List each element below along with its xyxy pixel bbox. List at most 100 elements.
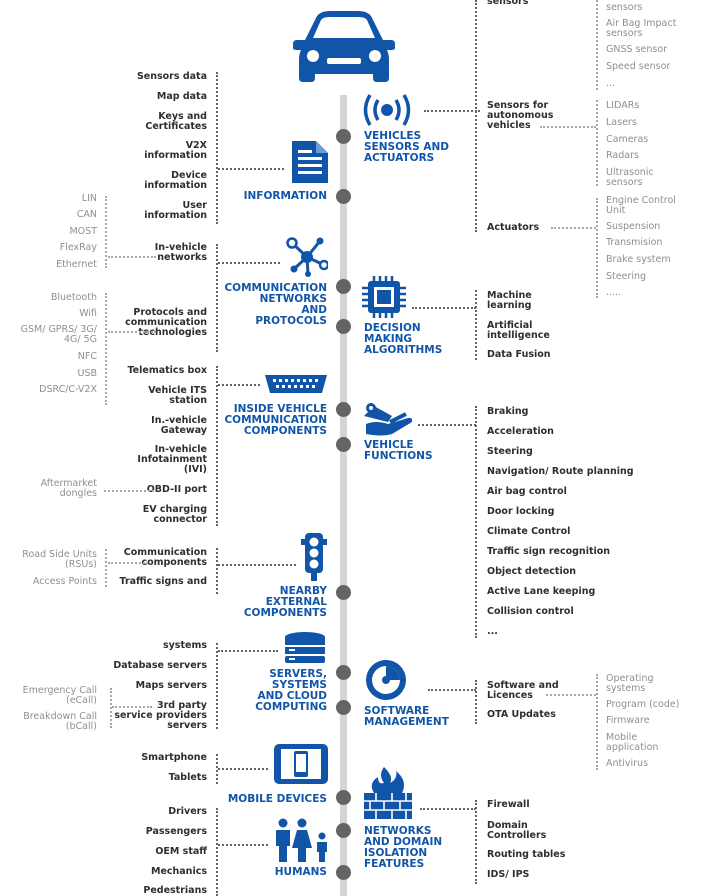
category-title-servers: SERVERS, SYSTEMS AND CLOUD COMPUTING <box>255 668 327 713</box>
obd-connector-icon <box>264 374 328 394</box>
information-item: User information <box>144 200 207 221</box>
information-item: Keys and Certificates <box>145 111 207 132</box>
external-item: Traffic signs and <box>119 576 207 587</box>
vehicle-function-item: Climate Control <box>487 526 571 537</box>
autonomous-sensor-item: LIDARs <box>606 100 640 111</box>
disc-icon <box>364 658 408 702</box>
node-vehicles <box>336 129 351 144</box>
network-nodes-icon <box>286 237 328 277</box>
category-title-information: INFORMATION <box>243 190 327 202</box>
external-grey-item: Access Points <box>32 576 97 587</box>
node-information <box>336 189 351 204</box>
software-grey-item: Firmware <box>606 715 650 726</box>
connector-dots <box>418 424 476 426</box>
server-icon <box>283 631 327 665</box>
category-title-vehicle-functions: VEHICLE FUNCTIONS <box>364 439 433 462</box>
connector-dots <box>218 168 284 170</box>
actuator-item: Suspension <box>606 221 661 232</box>
people-icon <box>272 818 330 862</box>
inside-vehicle-item: In.-vehicle Gateway <box>151 415 207 436</box>
human-item: OEM staff <box>155 846 207 857</box>
connector-dots <box>110 688 112 728</box>
protocol-item: Bluetooth <box>50 292 97 303</box>
protocol-item: USB <box>77 368 97 379</box>
connector-dots <box>424 110 480 112</box>
vehicle-function-item: Navigation/ Route planning <box>487 466 634 477</box>
vehicle-function-item: Traffic sign recognition <box>487 546 611 557</box>
node-servers <box>336 665 351 680</box>
car-icon <box>293 10 395 86</box>
decision-item: Data Fusion <box>487 349 551 360</box>
category-title-inside-vehicle: INSIDE VEHICLE COMMUNICATION COMPONENTS <box>224 403 327 437</box>
software-item: Software and Licences <box>487 680 559 701</box>
external-grey-item: Road Side Units (RSUs) <box>22 549 97 570</box>
connector-dots <box>596 198 598 298</box>
connector-dots <box>108 562 148 564</box>
actuator-item: Engine Control Unit <box>606 195 676 216</box>
node-networks <box>336 823 351 838</box>
connector-dots <box>216 808 218 896</box>
software-grey-item: Mobile application <box>606 732 659 753</box>
server-item: 3rd party service providers servers <box>114 700 207 731</box>
node-inside-vehicle <box>336 402 351 417</box>
connector-dots <box>216 754 218 784</box>
connector-dots <box>540 126 596 128</box>
sensors-autonomous-label: Sensors for autonomous vehicles <box>487 100 554 131</box>
protocol-item: NFC <box>77 351 97 362</box>
connector-dots <box>475 0 477 232</box>
actuator-item: Brake system <box>606 254 671 265</box>
connector-dots <box>412 307 476 309</box>
category-title-decision: DECISION MAKING ALGORITHMS <box>364 322 443 356</box>
network-feature-item: Firewall <box>487 799 530 810</box>
server-item: Maps servers <box>135 680 207 691</box>
inside-vehicle-item: OBD-II port <box>146 484 207 495</box>
autonomous-sensor-item: Cameras <box>606 134 649 145</box>
server-item: systems <box>162 640 207 651</box>
protocol-item: GSM/ GPRS/ 3G/ 4G/ 5G <box>20 324 97 345</box>
mobile-item: Smartphone <box>141 752 207 763</box>
software-item: OTA Updates <box>487 709 556 720</box>
sensor-item: ... <box>606 78 616 89</box>
connector-dots <box>105 549 107 587</box>
network-feature-item: Domain Controllers <box>487 820 547 841</box>
information-item: V2X information <box>144 140 207 161</box>
connector-dots <box>216 366 218 526</box>
actuator-item: ..... <box>606 287 622 298</box>
connector-dots <box>108 256 156 258</box>
vehicle-function-item: Steering <box>487 446 533 457</box>
network-feature-item: Routing tables <box>487 849 566 860</box>
node-vehicle-functions <box>336 437 351 452</box>
vehicle-function-item: Air bag control <box>487 486 567 497</box>
connector-dots <box>596 0 598 90</box>
software-grey-item: Program (code) <box>606 699 680 710</box>
server-item: Database servers <box>113 660 207 671</box>
timeline-spine <box>340 95 347 896</box>
connector-dots <box>216 548 218 594</box>
connector-dots <box>216 643 218 729</box>
vehicle-function-item: Active Lane keeping <box>487 586 596 597</box>
connector-dots <box>596 100 598 186</box>
network-item: CAN <box>76 209 97 220</box>
decision-item: Artificial intelligence <box>487 320 550 341</box>
category-title-networks: NETWORKS AND DOMAIN ISOLATION FEATURES <box>364 825 443 870</box>
network-item: MOST <box>69 226 97 237</box>
connector-dots <box>475 290 477 360</box>
decision-item: Machine learning <box>487 290 532 311</box>
inside-vehicle-item: Vehicle ITS station <box>148 385 207 406</box>
connector-dots <box>428 689 476 691</box>
actuators-label: Actuators <box>487 222 540 233</box>
connector-dots <box>596 674 598 770</box>
vehicle-function-item: ... <box>487 626 498 637</box>
category-title-mobile: MOBILE DEVICES <box>227 793 327 805</box>
node-humans <box>336 865 351 880</box>
connector-dots <box>105 293 107 405</box>
node-decision <box>336 319 351 334</box>
connector-dots <box>420 808 476 810</box>
firewall-icon <box>364 767 412 819</box>
document-icon <box>290 139 330 185</box>
human-item: Mechanics <box>150 866 207 877</box>
connector-dots <box>475 406 477 638</box>
vehicle-function-item: Braking <box>487 406 529 417</box>
node-nearby <box>336 585 351 600</box>
sensor-item: Speed sensor <box>606 61 671 72</box>
